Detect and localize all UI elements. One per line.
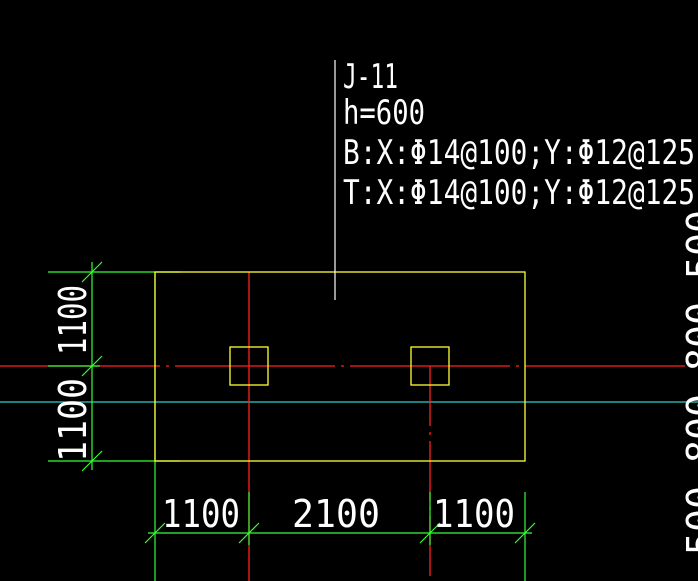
top-rebar-spec: T:X:Φ14@100;Y:Φ12@125 bbox=[343, 173, 695, 213]
column-left bbox=[229, 346, 269, 386]
dim-text-vertical-top: 1100 bbox=[51, 285, 95, 355]
footing-name: J-11 bbox=[343, 57, 398, 97]
footing-outline bbox=[154, 271, 526, 462]
dim-text-middle: 2100 bbox=[292, 492, 380, 536]
dim-text-left: 1100 bbox=[162, 492, 240, 536]
footing-height: h=600 bbox=[343, 93, 425, 133]
dim-text-right: 1100 bbox=[433, 492, 515, 536]
bottom-rebar-spec: B:X:Φ14@100;Y:Φ12@125 bbox=[343, 133, 695, 173]
edge-dimension-text: 500 800 800 500 bbox=[679, 210, 698, 555]
dim-text-vertical-bottom: 1100 bbox=[51, 378, 95, 462]
footing bbox=[154, 271, 526, 462]
column-right bbox=[410, 346, 450, 386]
